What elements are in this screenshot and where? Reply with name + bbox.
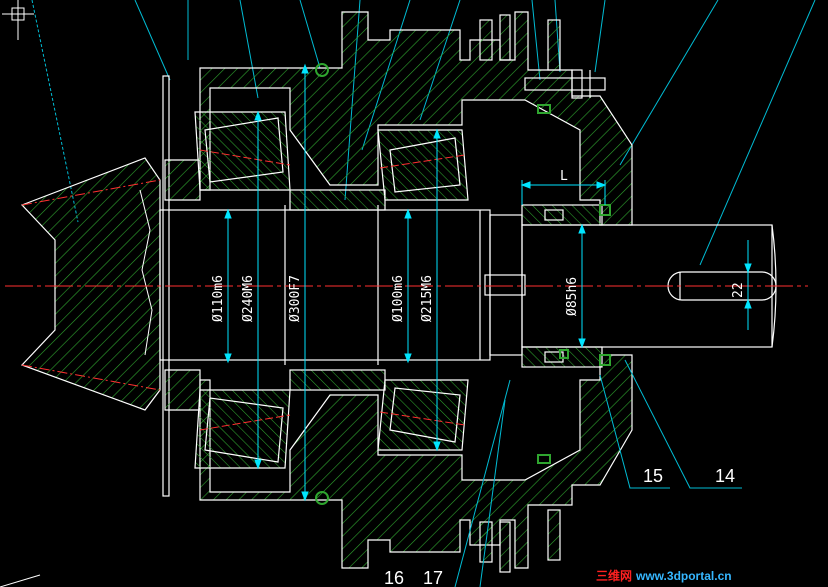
bearing-left-upper [194, 111, 291, 191]
bearing-right-lower [377, 379, 469, 451]
bevel-gear [20, 157, 161, 411]
bearing-left-lower [194, 389, 291, 469]
callout-16: 16 [384, 568, 404, 587]
bolt [524, 69, 606, 99]
housing-fins [479, 14, 561, 573]
dim-d240m6: Ø240M6 [241, 275, 256, 322]
dimension-lines [224, 63, 752, 502]
callout-14: 14 [715, 466, 735, 486]
watermark-url: www.3dportal.cn [635, 569, 732, 583]
ucs-arrow-icon [0, 574, 41, 587]
callout-17: 17 [423, 568, 443, 587]
spacer-sleeve [289, 189, 386, 391]
dim-d100m6: Ø100m6 [391, 275, 406, 322]
dim-d300f7: Ø300F7 [288, 275, 303, 322]
end-cover-seal [521, 204, 603, 368]
main-shaft [159, 205, 526, 365]
dim-d215m6: Ø215M6 [420, 275, 435, 322]
dimension-labels: Ø110m6 Ø240M6 Ø300F7 Ø100m6 Ø215M6 Ø85h6… [211, 169, 746, 322]
dim-d85h6: Ø85h6 [565, 277, 580, 316]
dim-keyway-22: 22 [731, 282, 746, 298]
housing-lower [164, 354, 633, 569]
seal-rings [315, 63, 611, 505]
ucs-crosshair-icon [2, 0, 34, 40]
watermark: 三维网 www.3dportal.cn [596, 568, 732, 583]
callout-leaders [454, 359, 742, 587]
dim-d110m6: Ø110m6 [211, 275, 226, 322]
bearing-right-upper [377, 129, 469, 201]
watermark-cn: 三维网 [596, 568, 632, 583]
housing-upper [164, 11, 633, 226]
callout-15: 15 [643, 466, 663, 486]
dim-length-l: L [560, 169, 568, 184]
